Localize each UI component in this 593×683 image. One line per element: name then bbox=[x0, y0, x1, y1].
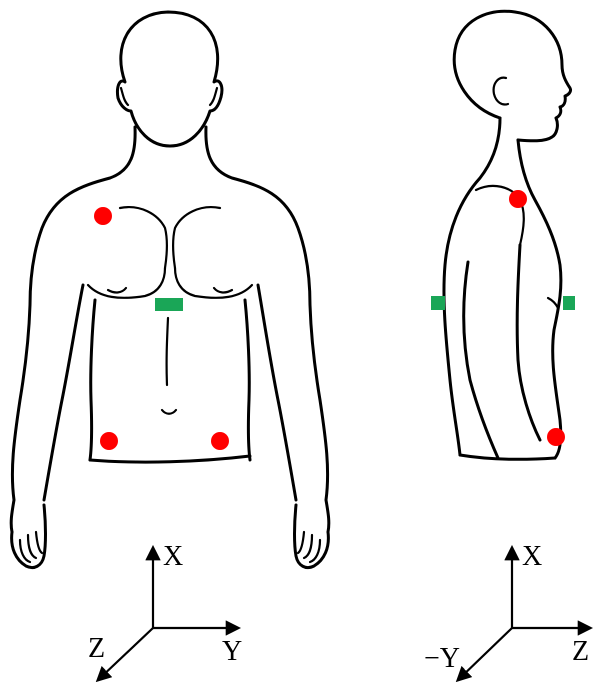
side-axes: X Z −Y bbox=[424, 541, 590, 680]
side-body-figure bbox=[444, 11, 571, 459]
green-marker-chest bbox=[563, 296, 575, 310]
front-torso-left-outline bbox=[11, 127, 135, 532]
front-pec-right bbox=[175, 268, 252, 298]
front-axis-right-label: Y bbox=[222, 636, 242, 667]
front-ear-left bbox=[121, 88, 128, 105]
side-front-outline bbox=[518, 140, 561, 458]
front-nipple-right bbox=[214, 288, 232, 292]
side-arm-front bbox=[517, 245, 540, 440]
front-torso-right-outline bbox=[206, 127, 329, 532]
side-ear bbox=[494, 78, 508, 105]
side-axis-right-label: Z bbox=[572, 636, 589, 667]
front-axis-out-label: Z bbox=[88, 633, 105, 664]
front-navel bbox=[162, 410, 176, 414]
side-arm-back bbox=[464, 262, 498, 458]
front-nipple-left bbox=[108, 288, 126, 292]
front-waist-bottom bbox=[90, 456, 250, 462]
green-marker-back bbox=[431, 296, 445, 310]
front-waist-left bbox=[90, 300, 95, 460]
front-waist-right bbox=[245, 300, 250, 460]
side-chest-line bbox=[548, 298, 558, 308]
front-inner-arm-right bbox=[258, 285, 296, 500]
side-back-outline bbox=[444, 118, 500, 455]
red-marker-shoulder-side bbox=[509, 190, 527, 208]
red-marker-hip-side bbox=[547, 428, 565, 446]
side-axis-up-label: X bbox=[522, 541, 542, 572]
side-bottom bbox=[460, 455, 555, 459]
front-body-figure bbox=[11, 12, 329, 568]
front-chest-line-right bbox=[173, 207, 220, 268]
side-axis-out-label: −Y bbox=[424, 643, 460, 674]
front-fingers-left bbox=[20, 532, 42, 562]
front-axis-up-label: X bbox=[163, 541, 183, 572]
front-inner-arm-left bbox=[44, 285, 83, 500]
front-abdominal-line bbox=[167, 318, 168, 385]
side-axis-out-arrow bbox=[458, 628, 512, 680]
front-axes: X Y Z bbox=[88, 541, 242, 680]
front-pec-left bbox=[88, 268, 165, 298]
red-marker-shoulder bbox=[94, 207, 112, 225]
front-markers bbox=[94, 207, 229, 450]
front-fingers-right bbox=[298, 532, 320, 562]
green-marker-sternum bbox=[155, 298, 183, 311]
front-ear-right bbox=[210, 88, 217, 105]
front-chest-line-left bbox=[120, 207, 167, 268]
front-axis-out-arrow bbox=[98, 628, 153, 680]
side-head-outline bbox=[454, 11, 570, 141]
red-marker-hip-right bbox=[211, 432, 229, 450]
red-marker-hip-left bbox=[100, 432, 118, 450]
